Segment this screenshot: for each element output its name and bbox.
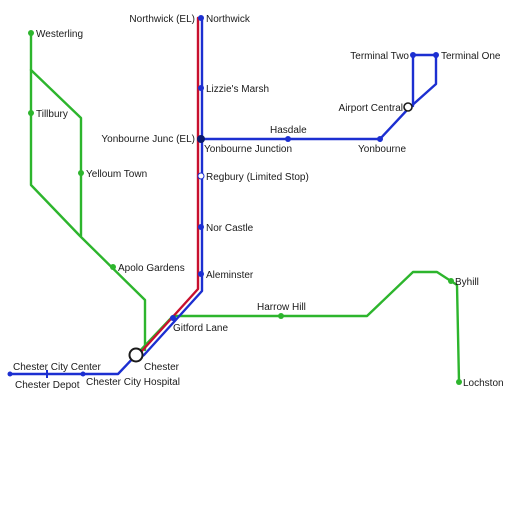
station-nor-castle[interactable] — [198, 224, 204, 230]
label-lizzies-marsh: Lizzie's Marsh — [206, 84, 269, 95]
station-yonbourne[interactable] — [377, 136, 383, 142]
station-chester[interactable] — [128, 347, 144, 363]
station-regbury[interactable] — [197, 172, 205, 180]
blue-line — [8, 16, 438, 376]
label-airport-central: Airport Central — [339, 103, 403, 114]
label-regbury: Regbury (Limited Stop) — [206, 172, 309, 183]
station-hasdale[interactable] — [285, 136, 291, 142]
station-chester-city-hospital[interactable] — [80, 371, 86, 377]
label-chester: Chester — [144, 362, 180, 373]
station-gitford-lane[interactable] — [170, 315, 176, 321]
label-northwick: Northwick — [206, 14, 251, 25]
label-yonbourne: Yonbourne — [358, 144, 406, 155]
label-northwick-el: Northwick (EL) — [129, 14, 195, 25]
label-nor-castle: Nor Castle — [206, 223, 254, 234]
label-byhill: Byhill — [455, 277, 479, 288]
label-chester-city-hospital: Chester City Hospital — [86, 377, 180, 388]
station-byhill[interactable] — [448, 278, 454, 284]
label-lochston: Lochston — [463, 378, 504, 389]
label-terminal-one: Terminal One — [441, 51, 501, 62]
station-westerling[interactable] — [28, 30, 34, 36]
label-hasdale: Hasdale — [270, 125, 307, 136]
station-terminal-two[interactable] — [410, 52, 416, 58]
label-yonbourne-junction: Yonbourne Junction — [204, 144, 292, 155]
red-line — [139, 16, 200, 354]
station-chester-city-center[interactable] — [7, 371, 13, 377]
green-line-western-branch — [29, 31, 147, 352]
label-tillbury: Tillbury — [36, 109, 68, 120]
station-chester-depot[interactable] — [46, 370, 48, 378]
label-yelloum-town: Yelloum Town — [86, 169, 147, 180]
station-yelloum-town[interactable] — [78, 170, 84, 176]
red-line-northwick-chester — [139, 16, 200, 354]
label-gitford-lane: Gitford Lane — [173, 323, 228, 334]
station-harrow-hill[interactable] — [278, 313, 284, 319]
label-chester-depot: Chester Depot — [15, 380, 80, 391]
label-chester-city-center: Chester City Center — [13, 362, 101, 373]
station-apolo-gardens[interactable] — [110, 264, 116, 270]
station-airport-central[interactable] — [403, 102, 413, 112]
station-labels: Westerling Tillbury Yelloum Town Apolo G… — [13, 14, 504, 391]
station-aleminster[interactable] — [198, 271, 204, 277]
label-harrow-hill: Harrow Hill — [257, 302, 306, 313]
station-lochston[interactable] — [456, 379, 462, 385]
label-aleminster: Aleminster — [206, 270, 254, 281]
station-lizzies-marsh[interactable] — [198, 85, 204, 91]
stations — [7, 15, 462, 385]
label-apolo-gardens: Apolo Gardens — [118, 263, 185, 274]
label-yonbourne-junc-el: Yonbourne Junc (EL) — [101, 134, 195, 145]
label-terminal-two: Terminal Two — [350, 51, 409, 62]
station-northwick[interactable] — [198, 15, 204, 21]
label-westerling: Westerling — [36, 29, 83, 40]
station-yonbourne-junction[interactable] — [197, 135, 205, 143]
green-line-yelloum-branch — [29, 68, 83, 238]
blue-line-airport-branch — [200, 53, 438, 141]
station-tillbury[interactable] — [28, 110, 34, 116]
station-terminal-one[interactable] — [433, 52, 439, 58]
